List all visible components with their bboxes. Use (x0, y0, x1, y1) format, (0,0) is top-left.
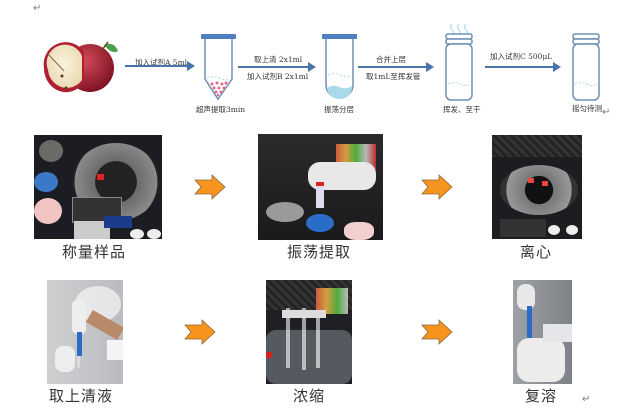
photo-redissolve (513, 280, 572, 384)
caption-concentrate: 浓缩 (293, 387, 326, 405)
photo-centrifuge (492, 135, 582, 239)
flow-arrow-2 (238, 62, 316, 72)
apples-image (43, 41, 118, 93)
photo-concentrate (266, 280, 352, 384)
vessel-label-2: 振荡分层 (324, 105, 354, 114)
paragraph-mark: ↵ (582, 394, 591, 405)
flow-arrow-1 (125, 61, 195, 71)
photo-take-supernatant (47, 280, 123, 384)
evaporation-vial (445, 23, 473, 101)
step-1-label: 加入试剂A 5ml (135, 58, 188, 67)
step-2-label-top: 取上清 2x1ml (254, 55, 303, 64)
orange-arrow-4 (421, 319, 453, 345)
sample-vial (572, 33, 600, 101)
caption-take-supernatant: 取上清液 (49, 387, 114, 405)
centrifuge-tube-1 (201, 34, 236, 101)
photo-shake-extract (258, 134, 383, 240)
step-4-label: 加入试剂C 500μL (490, 52, 553, 61)
caption-centrifuge: 离心 (520, 243, 553, 261)
step-2-label-bottom: 加入试剂B 2x1ml (247, 72, 309, 81)
half-apple-flesh (46, 44, 82, 88)
step-3-label-bottom: 取1mL至挥发管 (366, 72, 421, 81)
step-3-label-top: 合并上层 (376, 55, 406, 64)
flow-arrow-4 (485, 62, 561, 72)
orange-arrow-2 (421, 174, 453, 200)
orange-arrow-3 (184, 319, 216, 345)
paragraph-mark: ↵ (602, 107, 611, 118)
paragraph-mark: ↵ (33, 3, 42, 14)
vessel-label-3: 挥发、至干 (443, 105, 481, 114)
caption-weigh-sample: 称量样品 (62, 243, 127, 261)
apple-leaf (104, 43, 118, 53)
caption-shake-extract: 振荡提取 (287, 243, 352, 261)
vessel-label-4: 摇匀待测 (572, 104, 602, 113)
vessel-label-1: 超声提取3min (196, 105, 246, 114)
photo-weigh-sample (34, 135, 162, 239)
flow-arrow-3 (358, 62, 434, 72)
orange-arrow-1 (194, 174, 226, 200)
caption-redissolve: 复溶 (525, 387, 558, 405)
centrifuge-tube-2 (322, 34, 357, 99)
